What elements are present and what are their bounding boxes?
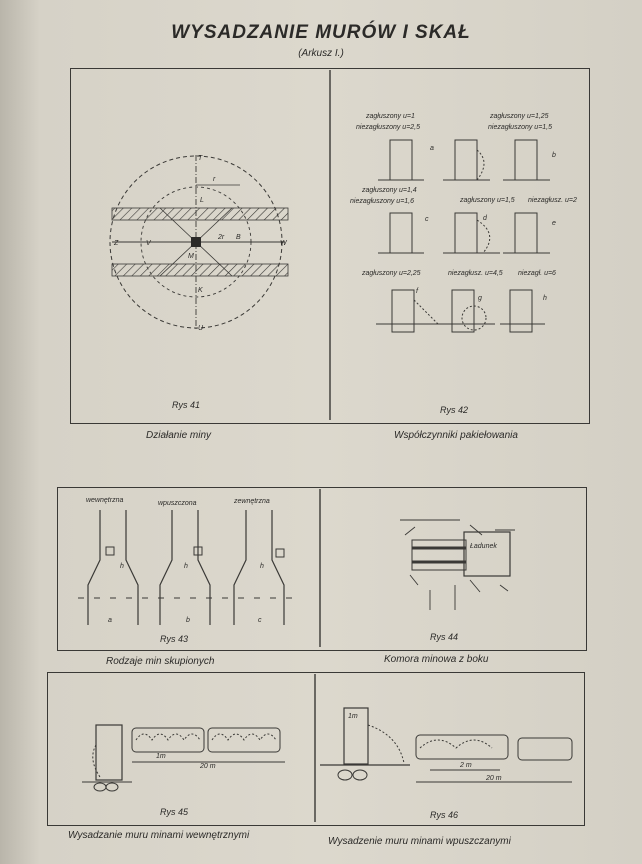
panel-bottom <box>47 672 585 826</box>
rys46-mark-1: 2 m <box>459 762 472 769</box>
figure-rys44-drawing: Ładunek <box>400 519 515 610</box>
rys41-mark-4: V <box>146 240 152 247</box>
rys41-mark-8: M <box>188 253 194 260</box>
rys43-mark-b: h <box>184 563 188 570</box>
rys41-mark-6: B <box>236 234 241 241</box>
rys42-label: Rys 42 <box>440 405 468 415</box>
rys41-mark-5: 2r <box>217 234 225 241</box>
rys42-note-10: niezagł. u=6 <box>518 270 556 277</box>
rys42-letter-b: b <box>552 152 556 159</box>
figure-rys45-drawing: 1m 20 m <box>82 724 285 792</box>
panel-top <box>70 68 590 424</box>
rys43-head-0: wewnętrzna <box>86 497 123 504</box>
rys42-note-4: zagłuszony u=1,4 <box>361 187 417 194</box>
figure-rys42-drawing: zagłuszony u=1 niezagłuszony u=2,5 zagłu… <box>350 113 577 333</box>
rys42-note-6: zagłuszony u=1,5 <box>459 197 515 204</box>
rys42-note-0: zagłuszony u=1 <box>365 113 415 120</box>
rys42-note-2: zagłuszony u=1,25 <box>489 113 549 120</box>
rys42-note-8: zagłuszony u=2,25 <box>361 270 421 277</box>
rys43-letter-c: c <box>258 617 262 624</box>
panel-middle <box>57 487 587 651</box>
rys43-head-2: zewnętrzna <box>233 498 270 505</box>
rys42-note-7: niezagłusz. u=2 <box>528 197 577 204</box>
rys43-mark-a: h <box>120 563 124 570</box>
rys41-caption: Działanie miny <box>146 430 212 441</box>
rys43-letter-a: a <box>108 617 112 624</box>
rys42-letter-e: e <box>552 220 556 227</box>
rys46-mark-0: 1m <box>348 713 358 720</box>
rys44-label: Rys 44 <box>430 632 458 642</box>
figure-rys43-drawing: wewnętrzna wpuszczona zewnętrzna h h h a… <box>78 497 292 625</box>
rys41-mark-3: Z <box>113 240 119 247</box>
rys46-mark-2: 20 m <box>485 775 502 782</box>
rys44-mark: Ładunek <box>470 543 497 550</box>
rys46-caption: Wysadzenie muru minami wpuszczanymi <box>328 836 511 847</box>
rys42-letter-f: f <box>416 288 419 295</box>
rys43-caption: Rodzaje min skupionych <box>106 656 215 667</box>
rys41-mark-1: r <box>213 176 216 183</box>
rys42-note-9: niezagłusz. u=4,5 <box>448 270 503 277</box>
rys42-letter-c: c <box>425 216 429 223</box>
rys41-mark-0: T <box>198 155 203 162</box>
rys42-letter-h: h <box>543 295 547 302</box>
rys41-mark-9: K <box>198 287 203 294</box>
rys45-mark-1: 20 m <box>199 763 216 770</box>
rys42-letter-a: a <box>430 145 434 152</box>
rys45-mark-0: 1m <box>156 753 166 760</box>
figure-rys46-drawing: 1m 2 m 20 m <box>320 707 573 783</box>
rys41-mark-10: U <box>198 325 204 332</box>
figure-rys41-drawing: T r L Z V 2r B W M K U <box>109 155 289 332</box>
rys42-letter-g: g <box>478 295 482 302</box>
rys43-letter-b: b <box>186 617 190 624</box>
rys42-letter-d: d <box>483 215 488 222</box>
rys42-note-3: niezagłuszony u=1,5 <box>488 124 552 131</box>
rys43-label: Rys 43 <box>160 634 188 644</box>
rys42-note-1: niezagłuszony u=2,5 <box>356 124 420 131</box>
rys46-label: Rys 46 <box>430 810 458 820</box>
page-title: WYSADZANIE MURÓW I SKAŁ <box>171 22 471 43</box>
rys43-mark-c: h <box>260 563 264 570</box>
rys41-mark-7: W <box>280 240 288 247</box>
rys42-caption: Współczynniki pakiełowania <box>394 430 518 441</box>
rys44-caption: Komora minowa z boku <box>384 654 489 665</box>
rys45-label: Rys 45 <box>160 807 189 817</box>
rys43-head-1: wpuszczona <box>158 500 197 507</box>
rys45-caption: Wysadzanie muru minami wewnętrznymi <box>68 830 250 841</box>
rys41-mark-2: L <box>200 197 204 204</box>
page-subtitle: (Arkusz I.) <box>298 48 344 59</box>
rys42-note-5: niezagłuszony u=1,6 <box>350 198 414 205</box>
rys41-label: Rys 41 <box>172 400 200 410</box>
